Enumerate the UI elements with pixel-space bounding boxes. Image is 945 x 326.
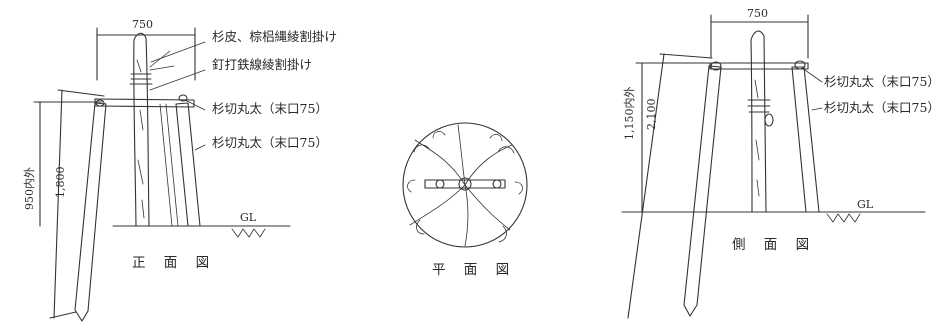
front-tree-top [133,32,147,41]
side-leader-2 [811,107,823,111]
side-leader-1 [801,67,823,83]
side-dim-overall-tick-top [659,53,713,59]
front-callout-2: 釘打鉄線綾割掛け [212,57,313,72]
side-tree-top [750,30,765,41]
front-callout-3: 杉切丸太（末口75） [212,101,328,116]
side-inner-height-dimension: 1,150内外 [623,86,636,141]
side-view-drawing [621,14,926,319]
front-dim-overall-tick-bottom [49,311,77,319]
front-callout-1: 杉皮、棕梠縄綾割掛け [212,29,338,44]
plan-branches [407,124,523,247]
front-right-stake [175,102,201,227]
front-left-stake [74,102,107,322]
front-ground-hatch [231,228,266,238]
plan-trunk [458,177,472,191]
front-leader-2 [149,69,206,91]
side-ground-hatch [826,213,861,223]
side-callout-2: 杉切丸太（末口75） [824,100,940,115]
plan-view-drawing [402,122,528,248]
side-view-caption: 側 面 図 [732,237,817,253]
front-tree-trunk [133,37,150,227]
front-view-drawing [33,27,291,322]
side-callout-1: 杉切丸太（末口75） [824,74,940,89]
front-overall-height-dimension: 1,800 [54,166,67,199]
front-width-dimension: 750 [132,18,153,31]
side-tree-trunk [750,35,767,213]
front-wrap [129,73,153,85]
front-leader-1 [150,41,206,63]
front-ground-label: GL [240,211,257,224]
front-dim-overall-tick-top [57,89,105,97]
plan-outer-circle [402,122,528,248]
side-crossbar [709,62,809,70]
side-width-dimension: 750 [747,7,768,20]
side-wrap [747,99,771,113]
side-right-stake [791,66,820,213]
side-dim-overall-line [627,53,665,319]
side-ground-label: GL [857,198,874,211]
front-leader-3 [184,99,206,111]
front-callout-4: 杉切丸太（末口75） [212,135,328,150]
side-overall-height-dimension: 2,100 [645,98,658,131]
plan-crossbar [424,179,506,189]
front-leader-4 [194,144,206,151]
side-left-stake [683,65,722,317]
front-inner-height-dimension: 950内外 [23,167,36,210]
front-view-caption: 正 面 図 [132,255,217,271]
front-dim-overall-line [53,89,63,319]
plan-view-caption: 平 面 図 [432,262,517,278]
